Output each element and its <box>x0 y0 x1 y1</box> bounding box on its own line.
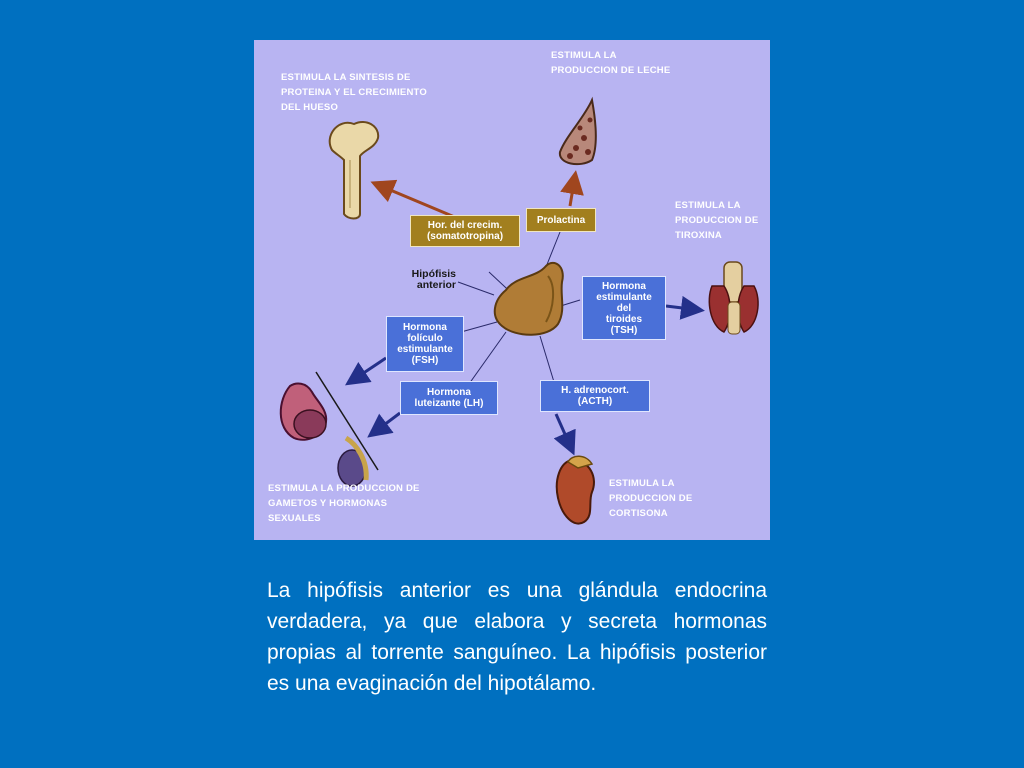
label-anterior-pituitary: Hipófisis anterior <box>411 268 456 291</box>
arrows <box>345 170 705 456</box>
caption-thyroxine-production: ESTIMULA LA PRODUCCION DE TIROXINA <box>675 200 759 241</box>
diagram-drawing <box>279 96 759 525</box>
hormone-box-growth-hormone: Hor. del crecim. (somatotropina) <box>410 215 520 247</box>
line-gland-label <box>457 281 495 296</box>
kidney-adrenal-illustration <box>555 455 595 525</box>
hormone-box-lh: Hormona luteizante (LH) <box>400 381 498 415</box>
line-gland-acth <box>539 335 555 383</box>
bone-illustration <box>328 120 380 220</box>
arrow-tsh-thyroid <box>665 295 705 320</box>
caption-bone-growth: ESTIMULA LA SINTESIS DE PROTEINA Y EL CR… <box>281 72 427 113</box>
caption-cortisone-production: ESTIMULA LA PRODUCCION DE CORTISONA <box>609 478 693 519</box>
description-paragraph: La hipófisis anterior es una glándula en… <box>267 579 767 695</box>
gonads-illustration <box>279 371 379 487</box>
pituitary-gland-illustration <box>493 261 564 336</box>
line-gland-fsh <box>460 321 498 333</box>
pituitary-diagram: ESTIMULA LA SINTESIS DE PROTEINA Y EL CR… <box>254 40 770 540</box>
line-gland-lh <box>468 331 507 385</box>
hormone-box-fsh: Hormona folículo estimulante (FSH) <box>386 316 464 372</box>
arrow-prolactin-breast <box>560 170 584 207</box>
arrow-fsh-gonad <box>345 356 387 386</box>
arrow-acth-adrenal <box>553 413 576 456</box>
caption-gametes-hormones: ESTIMULA LA PRODUCCION DE GAMETOS Y HORM… <box>268 483 420 524</box>
caption-milk-production: ESTIMULA LA PRODUCCION DE LECHE <box>551 50 671 76</box>
hormone-box-prolactin: Prolactina <box>526 208 596 232</box>
arrow-lh-gonad <box>367 411 401 438</box>
breast-illustration <box>558 96 597 166</box>
hormone-box-acth: H. adrenocort. (ACTH) <box>540 380 650 412</box>
thyroid-illustration <box>708 261 759 335</box>
hormone-box-tsh: Hormona estimulante del tiroides (TSH) <box>582 276 666 340</box>
